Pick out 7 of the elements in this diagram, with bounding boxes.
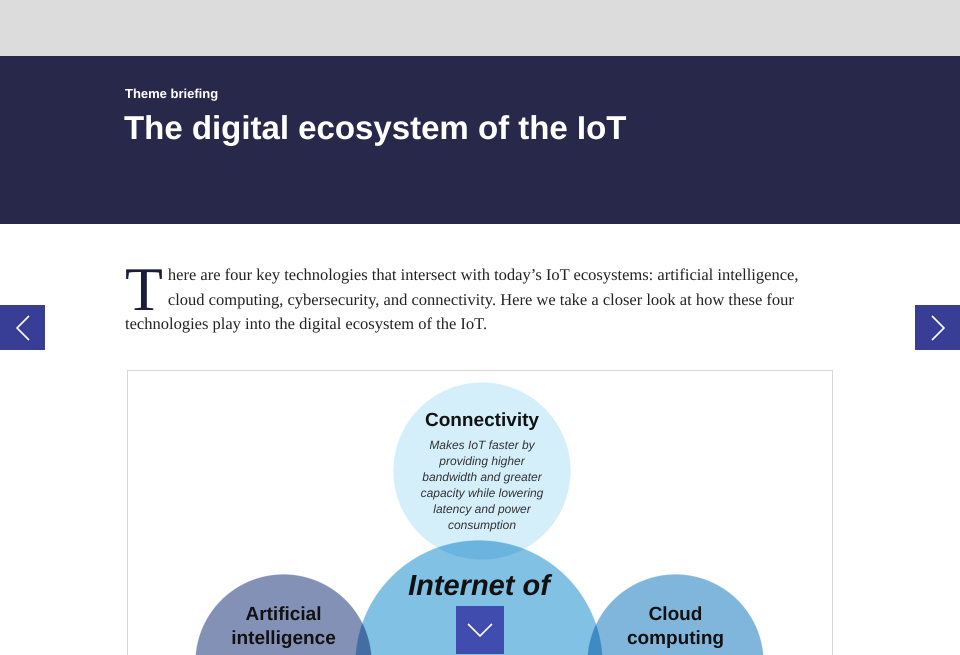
circle-title: Cloud computing	[626, 603, 726, 651]
circle-description: Makes IoT faster by providing higher bandwidth and greater capacity while lowering latency and power consumption	[420, 437, 544, 533]
circle-title: Internet of	[408, 569, 550, 603]
section-kicker: Theme briefing	[125, 86, 218, 102]
circle-title: Connectivity	[424, 409, 540, 433]
circle-title: Artificial intelligence	[230, 603, 337, 651]
page-title: The digital ecosystem of the IoT	[124, 108, 626, 148]
